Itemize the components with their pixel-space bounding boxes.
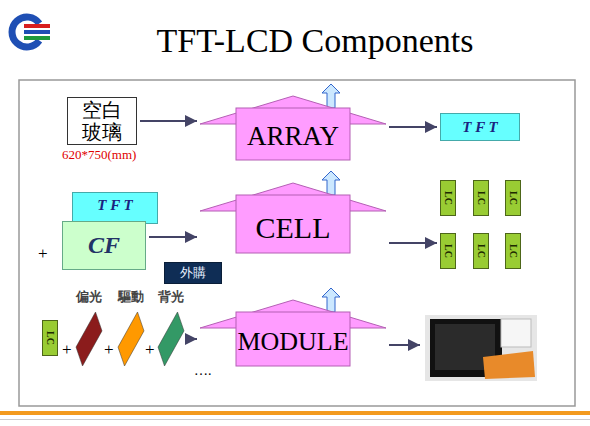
content-frame — [19, 80, 575, 406]
node-text: 空白 玻璃 — [74, 99, 130, 143]
up-arrow — [322, 171, 340, 195]
logo-stripe — [24, 36, 50, 40]
lc-cell: LC — [440, 180, 456, 216]
flow-arrow — [140, 120, 197, 122]
node-text: LC — [508, 244, 519, 258]
stage-body — [236, 108, 350, 160]
cf-box: CF — [62, 221, 146, 270]
node-text: 驅動 — [118, 290, 144, 304]
node-text: ARRAY — [247, 122, 339, 152]
annotation-label: …. — [194, 364, 212, 378]
annotation-label: + — [104, 341, 114, 358]
node-text: CF — [88, 232, 120, 258]
lc-cell: LC — [505, 233, 521, 269]
tft-box: T F T — [440, 113, 520, 141]
process-stage: ARRAY — [200, 96, 386, 160]
flow-arrow — [389, 126, 437, 128]
photo-background — [425, 315, 537, 381]
glass-box: 空白 玻璃 — [67, 97, 137, 145]
process-stage: MODULE — [200, 300, 386, 366]
annotation-label: + — [145, 341, 155, 358]
lcd-module-photo — [425, 315, 537, 381]
part-outline — [118, 312, 144, 366]
part-outline — [76, 312, 102, 366]
flow-arrow — [389, 344, 420, 346]
dimension-label: 620*750(mm) — [62, 148, 136, 161]
flow-arrow — [187, 338, 197, 340]
logo-stripe — [24, 24, 50, 28]
flow-arrow — [149, 236, 197, 238]
part-outline — [158, 312, 184, 366]
lc-cell: LC — [505, 180, 521, 216]
node-text: LC — [443, 244, 454, 258]
part-shape — [76, 312, 102, 366]
node-text: T F T — [97, 197, 133, 214]
annotation-label: + — [62, 341, 72, 358]
node-text: LC — [476, 244, 487, 258]
part-shape — [158, 312, 184, 366]
slide-title: TFT-LCD Components — [20, 24, 590, 58]
node-text: T F T — [462, 119, 498, 136]
callout-box: 外購 — [164, 262, 222, 284]
driver-board — [501, 319, 531, 347]
node-text: LC — [45, 331, 56, 345]
node-text: 外購 — [180, 266, 206, 280]
component-part: 偏光 — [76, 312, 102, 366]
lc-cell: LC — [473, 180, 489, 216]
process-stage: CELL — [200, 183, 386, 253]
footer-bar — [0, 411, 590, 415]
lc-cell: LC — [42, 320, 58, 356]
node-text: LC — [443, 191, 454, 205]
component-part: 驅動 — [118, 312, 144, 366]
up-arrow — [322, 84, 340, 108]
node-text: LC — [508, 191, 519, 205]
flow-arrow — [389, 242, 437, 244]
part-shape — [118, 312, 144, 366]
lc-cell: LC — [440, 233, 456, 269]
flex-cable — [483, 351, 535, 379]
stage-body — [236, 195, 350, 253]
logo-stripe — [24, 30, 50, 34]
node-text: CELL — [256, 211, 331, 244]
component-part: 背光 — [158, 312, 184, 366]
node-text: LC — [476, 191, 487, 205]
tft-box: T F T — [72, 192, 158, 224]
node-text: 偏光 — [76, 290, 102, 304]
node-text: 背光 — [158, 290, 184, 304]
footer-line — [0, 419, 590, 420]
stage-body — [236, 312, 350, 366]
node-text: MODULE — [237, 328, 348, 357]
lc-cell: LC — [473, 233, 489, 269]
up-arrow — [322, 288, 340, 312]
company-logo — [12, 17, 50, 47]
annotation-label: + — [38, 245, 48, 262]
